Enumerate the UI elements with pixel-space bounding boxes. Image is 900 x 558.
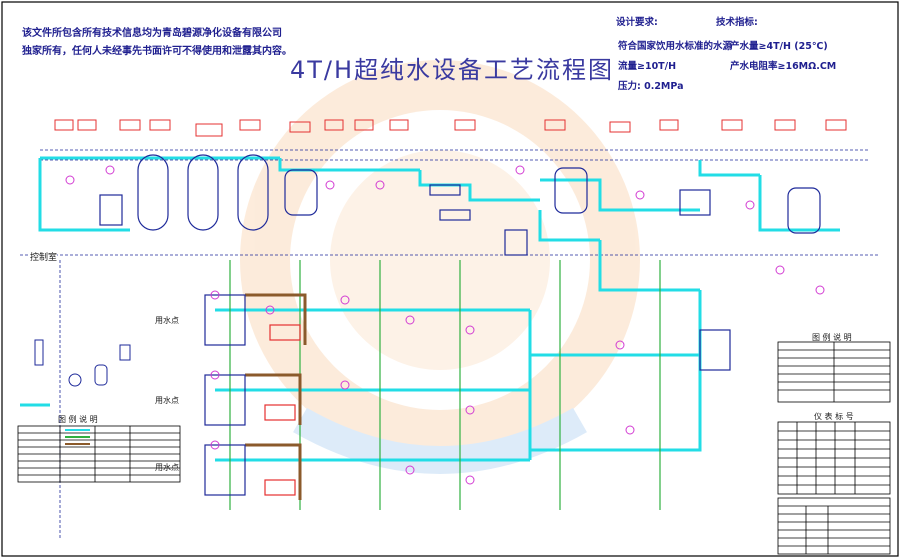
pretreatment-tanks — [99, 154, 821, 234]
copyright-notice-line1: 该文件所包含所有技术信息均为青岛碧源净化设备有限公司 — [22, 28, 282, 39]
requirements-heading: 设计要求: — [616, 17, 658, 28]
green-lines — [229, 260, 661, 510]
copyright-notice-line2: 独家所有，任何人未经事先书面许可不得使用和泄露其内容。 — [22, 46, 292, 57]
instrument-table-title: 仪 表 标 号 — [814, 412, 854, 421]
indicators-heading: 技术指标: — [716, 17, 758, 28]
instrument-tag-table — [777, 421, 891, 495]
title-block — [777, 497, 891, 555]
drain-lines — [245, 293, 307, 500]
control-room-label: 控制室 — [30, 250, 58, 263]
inlet-label-1: 用水点 — [155, 316, 179, 325]
indicator-output: 产水量≥4T/H (25℃) — [730, 41, 828, 52]
requirement-pressure: 压力: 0.2MPa — [618, 81, 684, 92]
legend-right-table — [777, 341, 891, 403]
lower-treatment-units — [204, 294, 301, 496]
requirement-water-source: 符合国家饮用水标准的水源 — [618, 41, 733, 52]
legend-left-title: 图 例 说 明 — [58, 415, 98, 424]
instrument-symbols — [65, 165, 825, 485]
inlet-label-3: 用水点 — [155, 463, 179, 472]
legend-right-title: 图 例 说 明 — [812, 333, 852, 342]
requirement-flow: 流量≥10T/H — [618, 61, 677, 72]
indicator-resistivity: 产水电阻率≥16MΩ.CM — [730, 61, 837, 72]
signal-lines — [20, 149, 880, 540]
membrane-modules — [429, 184, 731, 371]
inlet-label-2: 用水点 — [155, 396, 179, 405]
legend-left-table — [17, 425, 181, 483]
dosing-equipment — [34, 339, 131, 387]
top-tag-row — [54, 119, 847, 137]
diagram-title: 4T/H超纯水设备工艺流程图 — [290, 56, 615, 84]
